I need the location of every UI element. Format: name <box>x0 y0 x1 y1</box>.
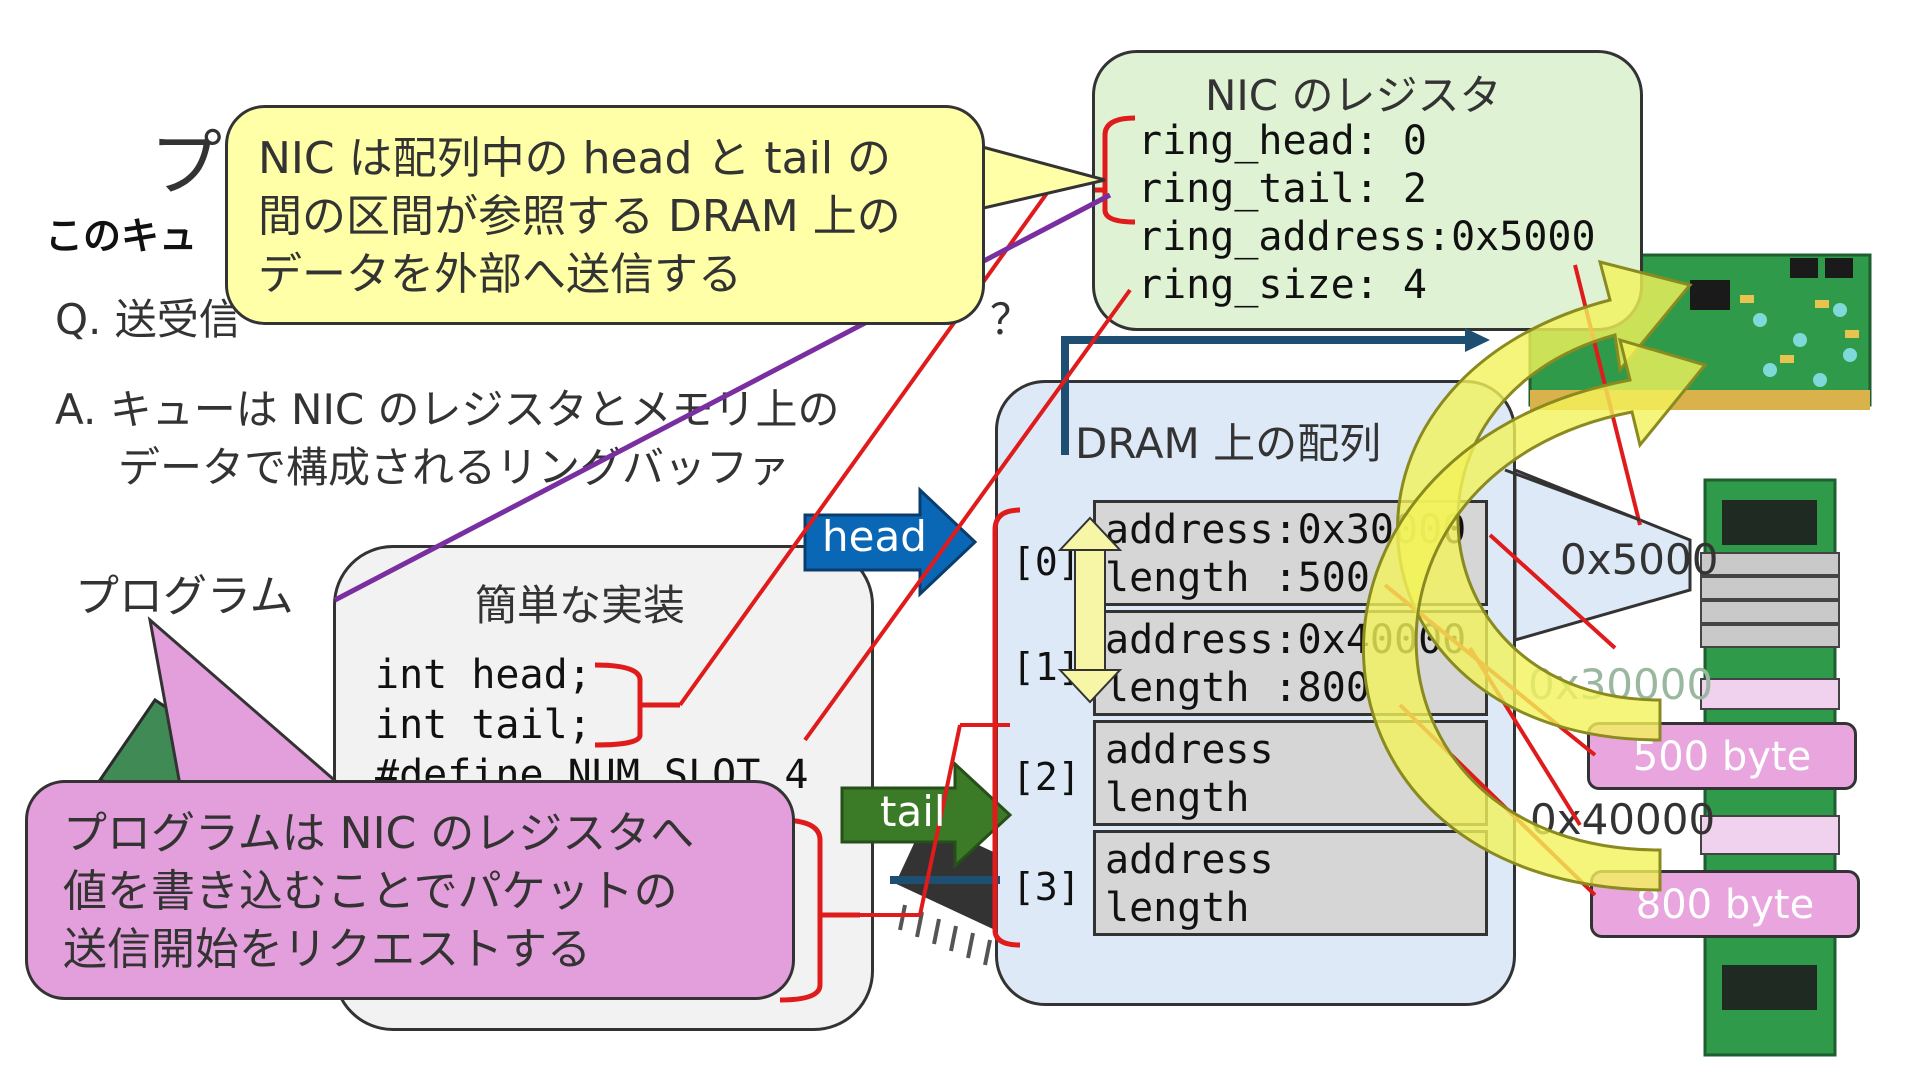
slot-index-1: [1] <box>1012 645 1081 689</box>
slide-title: プ <box>150 122 223 206</box>
nic-registers-title: NIC のレジスタ <box>1205 71 1502 120</box>
slot-0-length: length :500 <box>1105 555 1370 601</box>
answer-line-1: A. キューは NIC のレジスタとメモリ上の <box>55 385 840 434</box>
memory-ring-row <box>1700 552 1840 576</box>
slot-3-length: length <box>1105 885 1250 931</box>
head-arrow-icon <box>803 486 978 598</box>
dram-slot-3 <box>1093 830 1488 936</box>
program-requests-callout: プログラムは NIC のレジスタへ 値を書き込むことでパケットの 送信開始をリク… <box>25 780 795 1000</box>
callout-line: 送信開始をリクエストする <box>63 924 591 975</box>
program-to-nic-path <box>1061 336 1470 455</box>
code-line-tail: int tail; <box>375 702 592 748</box>
code-line-head: int head; <box>375 652 592 698</box>
callout-line: 間の区間が参照する DRAM 上の <box>258 191 901 242</box>
memory-packet-1 <box>1700 678 1840 710</box>
memory-ring-row <box>1700 576 1840 600</box>
question-suffix: ？ <box>990 295 1033 344</box>
memory-packet-2 <box>1700 815 1840 855</box>
program-label: プログラム <box>75 571 294 622</box>
head-arrow-label: head <box>822 512 927 561</box>
nic-sends-callout: NIC は配列中の head と tail の 間の区間が参照する DRAM 上… <box>225 105 985 325</box>
bracket-callout-red <box>779 817 860 1003</box>
question-prefix: Q. 送受信 <box>55 295 241 344</box>
answer-line-2: データで構成されるリングバッファ <box>118 443 791 492</box>
slot-index-2: [2] <box>1012 755 1081 799</box>
memory-ring-row <box>1700 600 1840 624</box>
implementation-title: 簡単な実装 <box>475 581 686 630</box>
slot-2-length: length <box>1105 775 1250 821</box>
dram-array-title: DRAM 上の配列 <box>1075 419 1382 468</box>
address-label-ring: 0x5000 <box>1560 535 1719 584</box>
slot-2-address: address <box>1105 727 1274 773</box>
bracket-code-red <box>594 662 680 748</box>
register-ring-head: ring_head: 0 <box>1138 118 1427 164</box>
callout-line: データを外部へ送信する <box>258 249 742 300</box>
callout-line: NIC は配列中の head と tail の <box>258 133 892 184</box>
subheading: このキュ <box>45 214 198 258</box>
slot-1-length: length :800 <box>1105 665 1370 711</box>
register-ring-tail: ring_tail: 2 <box>1138 166 1427 212</box>
bracket-dram-red <box>992 507 1021 948</box>
packet-size-800: 800 byte <box>1590 870 1860 938</box>
register-ring-address: ring_address:0x5000 <box>1138 214 1596 260</box>
nic-registers-box <box>1092 50 1643 331</box>
tail-arrow-icon <box>840 760 1013 870</box>
register-ring-size: ring_size: 4 <box>1138 262 1427 308</box>
tail-arrow-label: tail <box>880 787 946 836</box>
bracket-regs-red <box>1095 115 1136 225</box>
chip-icon <box>895 820 1025 966</box>
callout-line: プログラムは NIC のレジスタへ <box>63 808 695 859</box>
memory-ring-row <box>1700 624 1840 648</box>
slot-index-3: [3] <box>1012 865 1081 909</box>
yellow-arrows-icon <box>1361 259 1708 892</box>
callout-line: 値を書き込むことでパケットの <box>63 866 678 917</box>
range-double-arrow-icon <box>1057 516 1123 704</box>
slot-3-address: address <box>1105 837 1274 883</box>
